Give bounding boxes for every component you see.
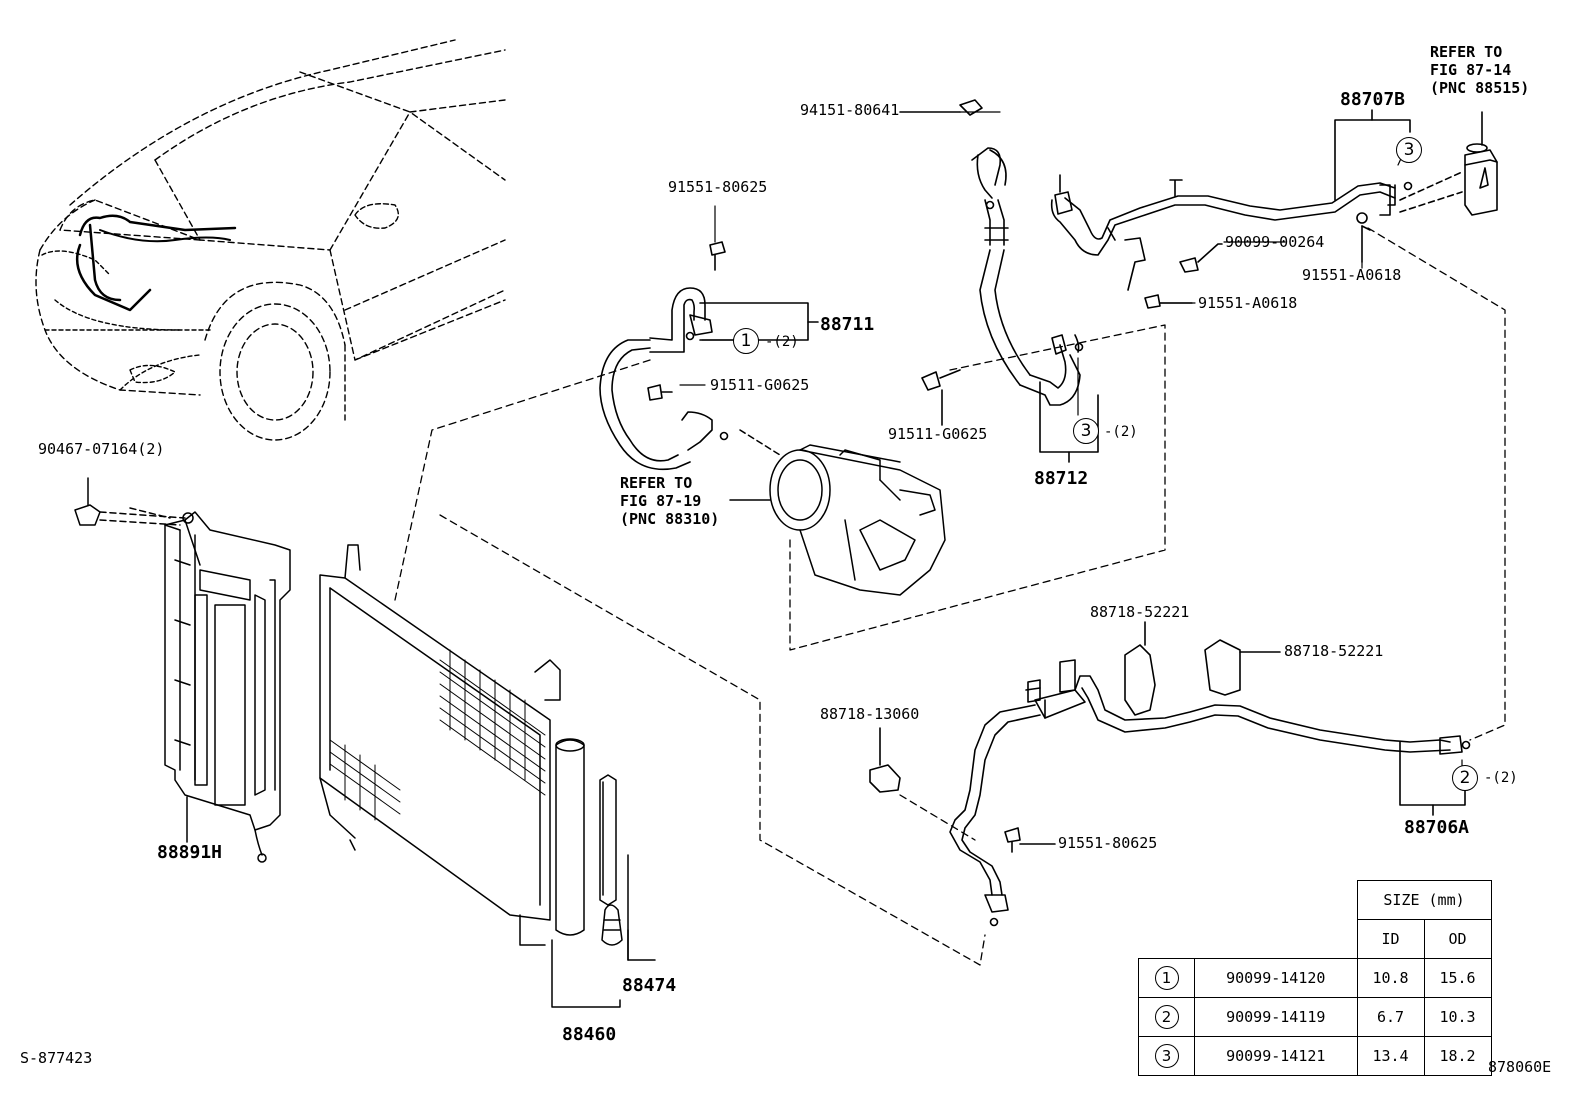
part-label-91511-G0625-left[interactable]: 91511-G0625 [710,376,810,394]
part-label-88718-52221-left[interactable]: 88718-52221 [1090,603,1190,621]
callout-1-qty: -(2) [765,334,799,350]
row-od-value: 15.6 [1423,958,1492,998]
part-label-91551-A0618-right[interactable]: 91551-A0618 [1302,266,1402,284]
part-label-94151-80641[interactable]: 94151-80641 [800,101,900,119]
callout-3-top-circle: 3 [1396,137,1422,163]
row-part-number[interactable]: 90099-14119 [1194,997,1358,1037]
table-row[interactable]: 2 90099-14119 6.7 10.3 [1138,997,1492,1037]
id-header: ID [1356,919,1425,959]
row-id-value: 13.4 [1356,1036,1425,1076]
row-number-circle: 2 [1154,1005,1179,1029]
size-header: SIZE (mm) [1356,880,1492,920]
callout-2-qty: -(2) [1484,770,1518,786]
compressor [729,429,946,596]
suction-hose-88712 [899,99,1099,463]
row-od-value: 18.2 [1423,1036,1492,1076]
part-label-91511-G0625-mid[interactable]: 91511-G0625 [888,425,988,443]
part-label-88891H[interactable]: 88891H [157,842,223,863]
condenser-88460 [319,544,621,1008]
ref-note-expansion-valve[interactable]: REFER TO FIG 87-14 (PNC 88515) [1430,43,1530,97]
diagram-source-code: S-877423 [20,1049,93,1067]
desiccant-88474 [599,774,656,961]
callout-1-circle: 1 [733,328,759,354]
row-part-number[interactable]: 90099-14121 [1194,1036,1358,1076]
part-label-91551-A0618-mid[interactable]: 91551-A0618 [1198,294,1298,312]
part-label-88712[interactable]: 88712 [1034,468,1089,489]
discharge-hose-88711 [599,241,819,471]
oring-size-table: SIZE (mm) ID OD 1 90099-14120 10.8 15.6 … [1138,880,1492,1076]
part-label-88711[interactable]: 88711 [820,314,875,335]
row-od-value: 10.3 [1423,997,1492,1037]
label-leaders [679,111,1463,771]
dashed-leader-lines [394,227,1506,966]
callout-2-circle: 2 [1452,765,1478,791]
callout-3-mid-qty: -(2) [1104,424,1138,440]
row-id-value: 10.8 [1356,958,1425,998]
part-label-88718-52221-right[interactable]: 88718-52221 [1284,642,1384,660]
part-label-88707B[interactable]: 88707B [1340,89,1406,110]
diagram-figure-code: 878060E [1488,1058,1552,1076]
part-label-88460[interactable]: 88460 [562,1024,617,1045]
table-row[interactable]: 1 90099-14120 10.8 15.6 [1138,958,1492,998]
row-number-circle: 3 [1154,1044,1179,1068]
row-id-value: 6.7 [1356,997,1425,1037]
ref-note-compressor[interactable]: REFER TO FIG 87-19 (PNC 88310) [620,474,720,528]
part-label-88718-13060[interactable]: 88718-13060 [820,705,920,723]
part-label-90099-00264[interactable]: 90099-00264 [1225,233,1325,251]
table-row[interactable]: 3 90099-14121 13.4 18.2 [1138,1036,1492,1076]
fan-shroud-88891H [74,477,291,863]
od-header: OD [1423,919,1492,959]
table-subheader-row: ID OD [1139,919,1492,959]
row-part-number[interactable]: 90099-14120 [1194,958,1358,998]
table-header-row: SIZE (mm) [1139,880,1492,920]
part-label-88706A[interactable]: 88706A [1404,817,1470,838]
liquid-pipe-88706A [869,621,1471,927]
vehicle-illustration [35,39,506,441]
row-number-circle: 1 [1154,966,1179,990]
callout-3-mid-circle: 3 [1073,418,1099,444]
part-label-90467-07164[interactable]: 90467-07164(2) [38,440,165,458]
part-label-91551-80625-top[interactable]: 91551-80625 [668,178,768,196]
part-label-91551-80625-bottom[interactable]: 91551-80625 [1058,834,1158,852]
liquid-pipe-88707B [1050,109,1498,309]
part-label-88474[interactable]: 88474 [622,975,677,996]
